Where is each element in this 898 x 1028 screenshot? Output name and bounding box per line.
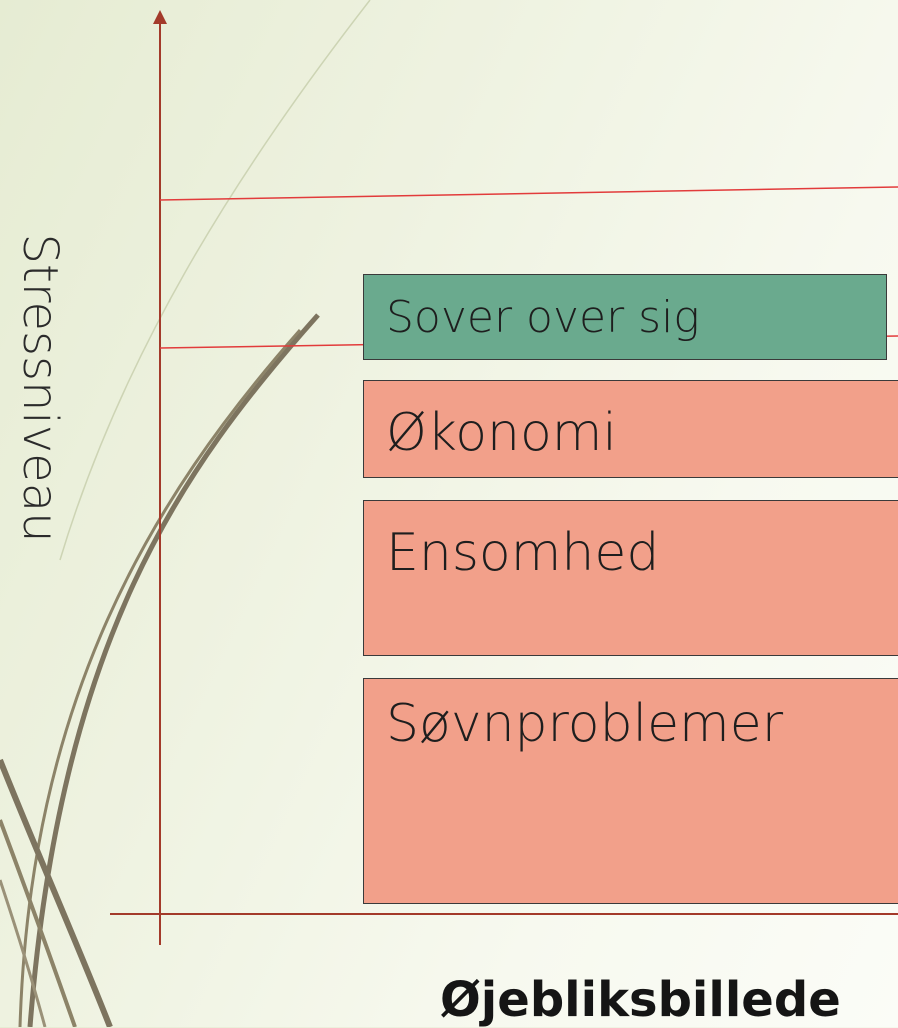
box-soevnproblemer: Søvnproblemer bbox=[363, 678, 898, 904]
y-axis-label: Stressniveau bbox=[12, 233, 68, 543]
box-label: Økonomi bbox=[386, 403, 617, 463]
box-oekonomi: Økonomi bbox=[363, 380, 898, 478]
box-label: Ensomhed bbox=[386, 523, 660, 583]
box-sover-over-sig: Sover over sig bbox=[363, 274, 887, 360]
box-label: Sover over sig bbox=[386, 292, 700, 343]
x-axis-label: Øjebliksbillede bbox=[440, 972, 841, 1028]
box-ensomhed: Ensomhed bbox=[363, 500, 898, 656]
box-label: Søvnproblemer bbox=[386, 694, 784, 754]
upper-threshold-line bbox=[159, 186, 898, 201]
y-axis-arrow bbox=[153, 10, 167, 24]
